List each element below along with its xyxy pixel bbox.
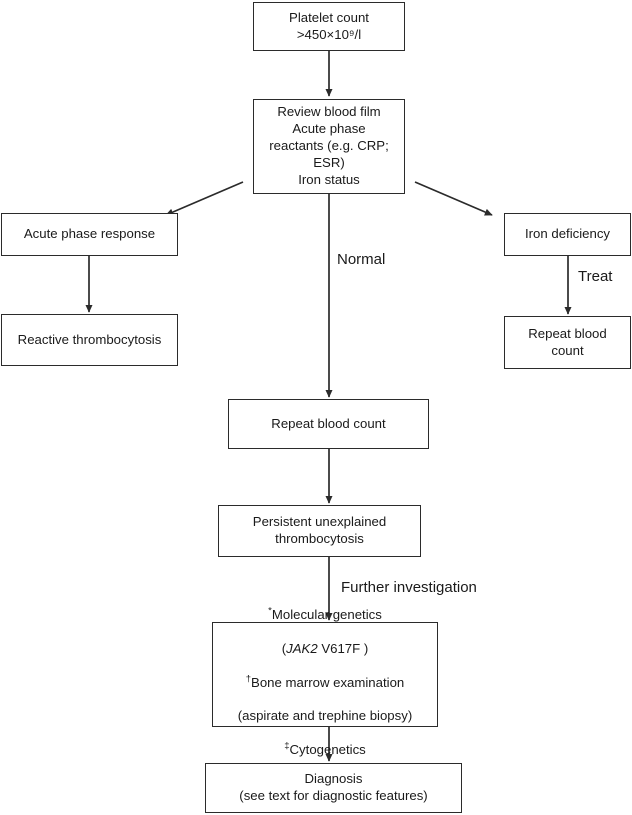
investigation-gene-open: ( bbox=[281, 640, 287, 656]
node-diagnosis-label: Diagnosis (see text for diagnostic featu… bbox=[239, 771, 428, 803]
node-further-investigations-label: *Molecular genetics (JAK2 V617F ) †Bone … bbox=[219, 590, 431, 759]
edge-label-normal: Normal bbox=[337, 251, 386, 268]
node-platelet-count-label: Platelet count >450×10⁹/l bbox=[289, 9, 369, 42]
node-review-blood-film-label: Review blood film Acute phase reactants … bbox=[269, 104, 389, 187]
node-platelet-count[interactable]: Platelet count >450×10⁹/l bbox=[253, 2, 405, 51]
node-iron-deficiency-label: Iron deficiency bbox=[524, 226, 611, 242]
node-reactive-thrombocytosis-label: Reactive thrombocytosis bbox=[17, 331, 162, 347]
node-repeat-blood-count-right-label: Repeat blood count bbox=[528, 325, 607, 358]
footnote-marker-asterisk: * bbox=[268, 605, 272, 617]
edge-label-further-investigation: Further investigation bbox=[341, 579, 477, 596]
node-repeat-blood-count-center[interactable]: Repeat blood count bbox=[228, 399, 429, 449]
investigation-cytogenetics: Cytogenetics bbox=[289, 742, 366, 758]
footnote-marker-double-dagger: ‡ bbox=[284, 740, 290, 752]
node-repeat-blood-count-center-label: Repeat blood count bbox=[271, 415, 386, 431]
node-further-investigations[interactable]: *Molecular genetics (JAK2 V617F ) †Bone … bbox=[212, 606, 438, 757]
node-acute-phase-response-label: Acute phase response bbox=[23, 226, 156, 242]
investigation-bone-marrow: Bone marrow examination bbox=[251, 674, 405, 690]
edge-review-to-acute-phase bbox=[165, 181, 244, 216]
investigation-aspirate-trephine: (aspirate and trephine biopsy) bbox=[237, 708, 413, 724]
node-acute-phase-response[interactable]: Acute phase response bbox=[1, 213, 178, 256]
node-persistent-unexplained-thrombocytosis[interactable]: Persistent unexplained thrombocytosis bbox=[218, 505, 421, 557]
node-repeat-blood-count-right[interactable]: Repeat blood count bbox=[504, 316, 631, 369]
edge-label-treat: Treat bbox=[578, 268, 613, 285]
node-iron-deficiency[interactable]: Iron deficiency bbox=[504, 213, 631, 256]
node-persistent-unexplained-thrombocytosis-label: Persistent unexplained thrombocytosis bbox=[252, 514, 387, 546]
node-review-blood-film[interactable]: Review blood film Acute phase reactants … bbox=[253, 99, 405, 194]
investigation-gene-mutation: V617F ) bbox=[317, 640, 369, 656]
node-diagnosis[interactable]: Diagnosis (see text for diagnostic featu… bbox=[205, 763, 462, 813]
investigation-gene-name: JAK2 bbox=[286, 640, 318, 656]
investigation-molecular-genetics: Molecular genetics bbox=[271, 606, 382, 622]
edge-review-to-iron-deficiency bbox=[414, 181, 493, 216]
node-reactive-thrombocytosis[interactable]: Reactive thrombocytosis bbox=[1, 314, 178, 366]
footnote-marker-dagger: † bbox=[245, 673, 252, 685]
